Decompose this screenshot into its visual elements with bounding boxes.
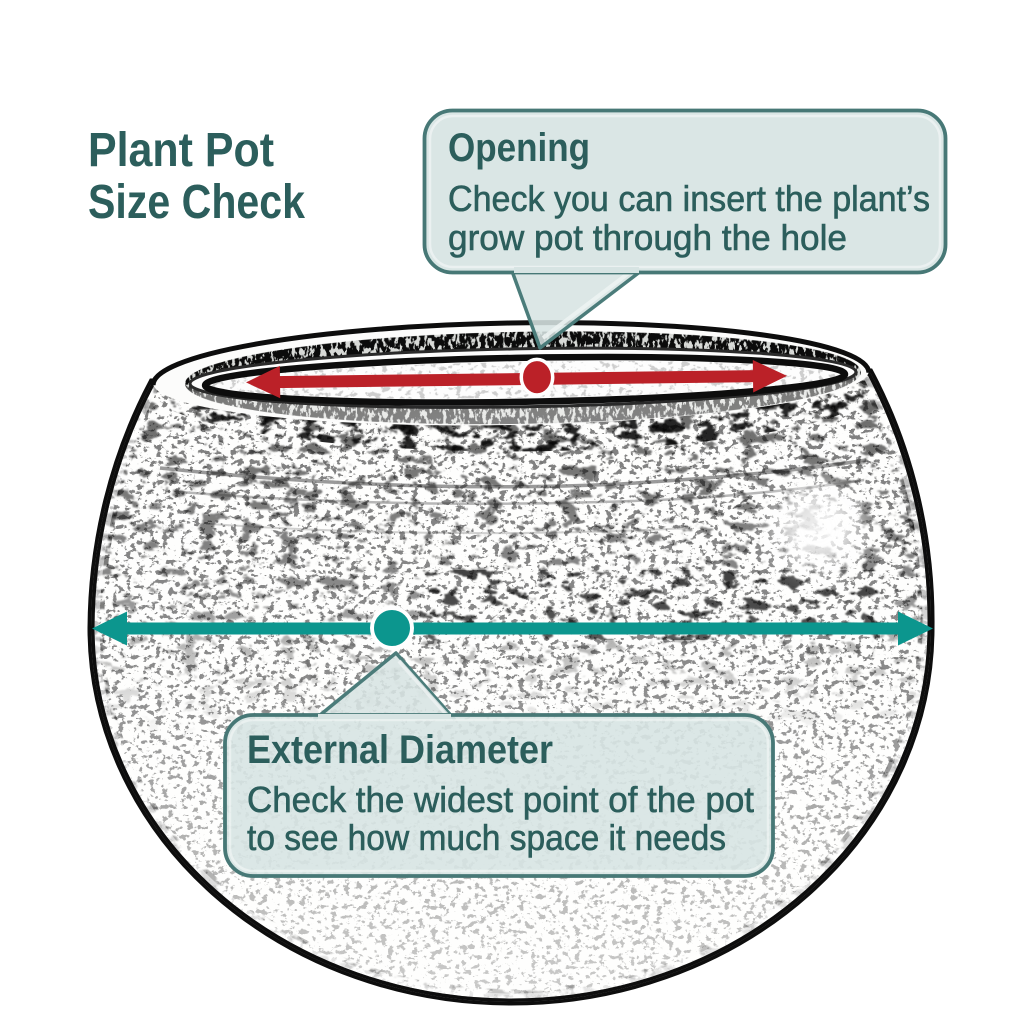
svg-text:to see how much space it needs: to see how much space it needs [247, 817, 726, 858]
svg-text:Size Check: Size Check [88, 176, 305, 229]
svg-text:Check you can insert the plant: Check you can insert the plant’s [448, 178, 930, 219]
svg-text:Check the widest point of the: Check the widest point of the pot [247, 779, 754, 820]
svg-text:External Diameter: External Diameter [247, 728, 553, 772]
svg-text:Opening: Opening [448, 126, 590, 170]
svg-text:grow pot through the hole: grow pot through the hole [448, 217, 847, 258]
svg-text:Plant Pot: Plant Pot [88, 124, 274, 177]
